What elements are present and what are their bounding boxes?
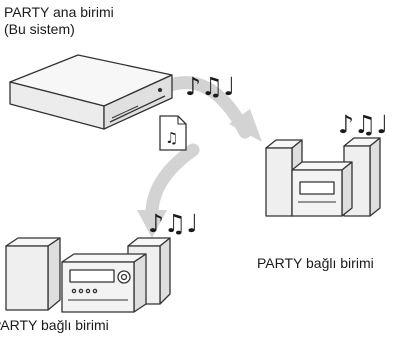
arrow-to-bottom-unit — [137, 143, 200, 238]
svg-text:♫: ♫ — [165, 129, 178, 147]
host-unit-label: PARTY ana birimi — [4, 4, 114, 20]
guest-unit-label-right: PARTY bağlı birimi — [257, 255, 374, 271]
host-unit-player — [9, 54, 173, 130]
music-notes-icon-bottom: ♪♫♩ — [148, 209, 198, 238]
music-file-icon: ♫ — [159, 115, 187, 151]
host-unit-sublabel: (Bu sistem) — [4, 21, 75, 37]
guest-unit-label-bottom: PARTY bağlı birimi — [0, 317, 109, 333]
music-notes-icon-right: ♪♫♩ — [338, 110, 388, 139]
guest-unit-bottom-stereo — [5, 237, 171, 313]
music-notes-icon-host: ♪♫♩ — [185, 72, 235, 101]
guest-unit-right-stereo — [265, 137, 381, 217]
